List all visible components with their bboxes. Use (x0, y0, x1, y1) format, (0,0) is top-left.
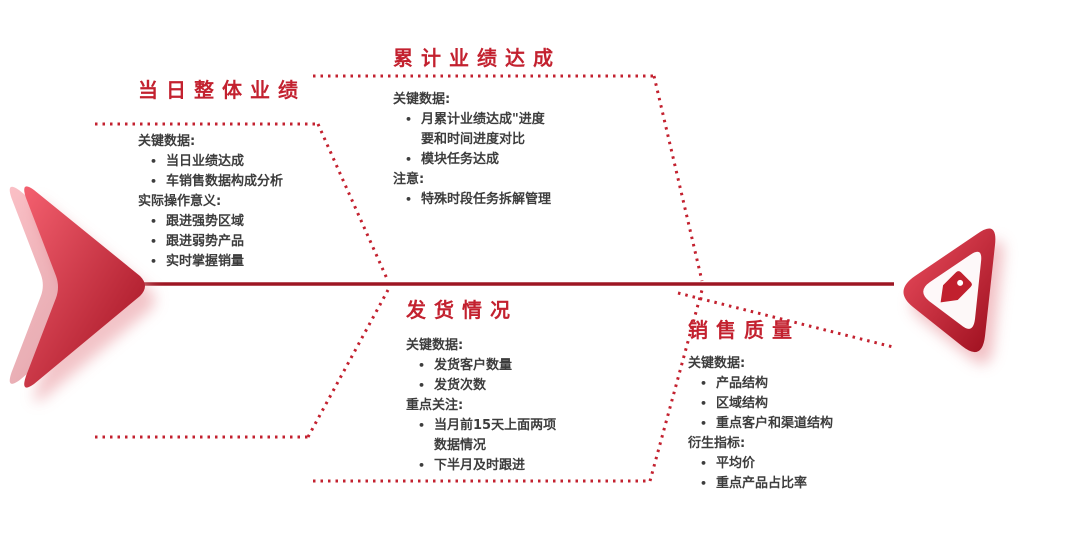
section-quality-body: 关键数据: • 产品结构 • 区域结构 • 重点客户和渠道结构 衍生指标: • … (688, 354, 923, 494)
bullet-dot: • (150, 255, 158, 268)
bullet-text: 当日业绩达成 (166, 154, 245, 169)
bullet-dot: • (418, 459, 426, 472)
bullet-text: 发货客户数量 (434, 358, 513, 373)
bullet-text: 当月前15天上面两项 数据情况 (434, 418, 557, 453)
bullet-item: • 重点产品占比率 (688, 474, 923, 494)
bullet-text: 重点产品占比率 (716, 476, 808, 491)
forward-arrow-icon (9, 186, 156, 402)
bullet-item: • 当月前15天上面两项 数据情况 (406, 416, 656, 456)
bullet-text: 月累计业绩达成"进度 要和时间进度对比 (421, 112, 545, 147)
bullet-text: 区域结构 (716, 396, 769, 411)
rib-lines (95, 74, 894, 483)
bullet-dot: • (700, 417, 708, 430)
bullet-text: 平均价 (716, 456, 756, 471)
bullet-item: • 月累计业绩达成"进度 要和时间进度对比 (393, 110, 663, 150)
section-quality: 销售质量 关键数据: • 产品结构 • 区域结构 • 重点客户和渠道结构 衍生指… (688, 318, 923, 494)
bullet-text: 下半月及时跟进 (434, 458, 526, 473)
bullet-text: 跟进强势区域 (166, 214, 245, 229)
bullet-dot: • (150, 215, 158, 228)
bullet-item: • 下半月及时跟进 (406, 456, 656, 476)
rib-cumulative-diagonal (652, 75, 704, 282)
group-heading: 关键数据: (138, 134, 196, 149)
bullet-item: • 跟进强势区域 (138, 212, 378, 232)
bullet-text: 特殊时段任务拆解管理 (421, 192, 552, 207)
bullet-dot: • (150, 175, 158, 188)
bullet-item: • 重点客户和渠道结构 (688, 414, 923, 434)
bullet-dot: • (418, 419, 426, 432)
bullet-text: 跟进弱势产品 (166, 234, 245, 249)
group-heading: 衍生指标: (688, 436, 746, 451)
bullet-dot: • (700, 457, 708, 470)
bullet-text: 车销售数据构成分析 (166, 174, 284, 189)
tag-icon (940, 271, 972, 303)
bullet-item: • 车销售数据构成分析 (138, 172, 378, 192)
bullet-dot: • (700, 477, 708, 490)
section-daily-body: 关键数据: • 当日业绩达成 • 车销售数据构成分析 实际操作意义: • 跟进强… (138, 132, 378, 272)
group-heading: 关键数据: (688, 356, 746, 371)
section-shipping-title: 发货情况 (406, 298, 518, 322)
bullet-dot: • (405, 113, 413, 126)
bullet-dot: • (700, 377, 708, 390)
bullet-dot: • (150, 155, 158, 168)
section-cumulative: 累计业绩达成 关键数据: • 月累计业绩达成"进度 要和时间进度对比 • 模块任… (393, 46, 663, 210)
group-heading: 关键数据: (393, 92, 451, 107)
group-heading: 注意: (393, 172, 425, 187)
bullet-item: • 特殊时段任务拆解管理 (393, 190, 663, 210)
section-shipping-body: 关键数据: • 发货客户数量 • 发货次数 重点关注: • 当月前15天上面两项… (406, 336, 656, 476)
rib-shipping-diagonal (648, 289, 704, 482)
group-heading: 关键数据: (406, 338, 464, 353)
bullet-item: • 产品结构 (688, 374, 923, 394)
bullet-dot: • (700, 397, 708, 410)
bullet-item: • 发货次数 (406, 376, 656, 396)
bullet-dot: • (405, 193, 413, 206)
bullet-item: • 发货客户数量 (406, 356, 656, 376)
bullet-item: • 实时掌握销量 (138, 252, 378, 272)
bullet-text: 重点客户和渠道结构 (716, 416, 834, 431)
section-daily: 当日整体业绩 关键数据: • 当日业绩达成 • 车销售数据构成分析 实际操作意义… (138, 78, 378, 272)
rib-bottomleft-diagonal (306, 289, 390, 438)
bullet-text: 发货次数 (434, 378, 487, 393)
section-cumulative-body: 关键数据: • 月累计业绩达成"进度 要和时间进度对比 • 模块任务达成 注意:… (393, 90, 663, 210)
badge-highlight (898, 228, 946, 264)
bullet-item: • 模块任务达成 (393, 150, 663, 170)
section-quality-title: 销售质量 (688, 318, 800, 342)
bullet-item: • 跟进弱势产品 (138, 232, 378, 252)
section-daily-title: 当日整体业绩 (138, 78, 306, 102)
bullet-dot: • (405, 153, 413, 166)
bullet-dot: • (418, 379, 426, 392)
section-cumulative-title: 累计业绩达成 (393, 46, 561, 70)
bullet-text: 产品结构 (716, 376, 769, 391)
rib-daily-diagonal (316, 123, 390, 282)
bullet-text: 模块任务达成 (421, 152, 500, 167)
bullet-dot: • (418, 359, 426, 372)
bullet-text: 实时掌握销量 (166, 254, 245, 269)
section-shipping: 发货情况 关键数据: • 发货客户数量 • 发货次数 重点关注: • 当月前15… (406, 298, 656, 476)
bullet-item: • 当日业绩达成 (138, 152, 378, 172)
group-heading: 实际操作意义: (138, 194, 222, 209)
group-heading: 重点关注: (406, 398, 464, 413)
bullet-item: • 平均价 (688, 454, 923, 474)
bullet-dot: • (150, 235, 158, 248)
bullet-item: • 区域结构 (688, 394, 923, 414)
tag-badge-icon (898, 228, 1004, 365)
